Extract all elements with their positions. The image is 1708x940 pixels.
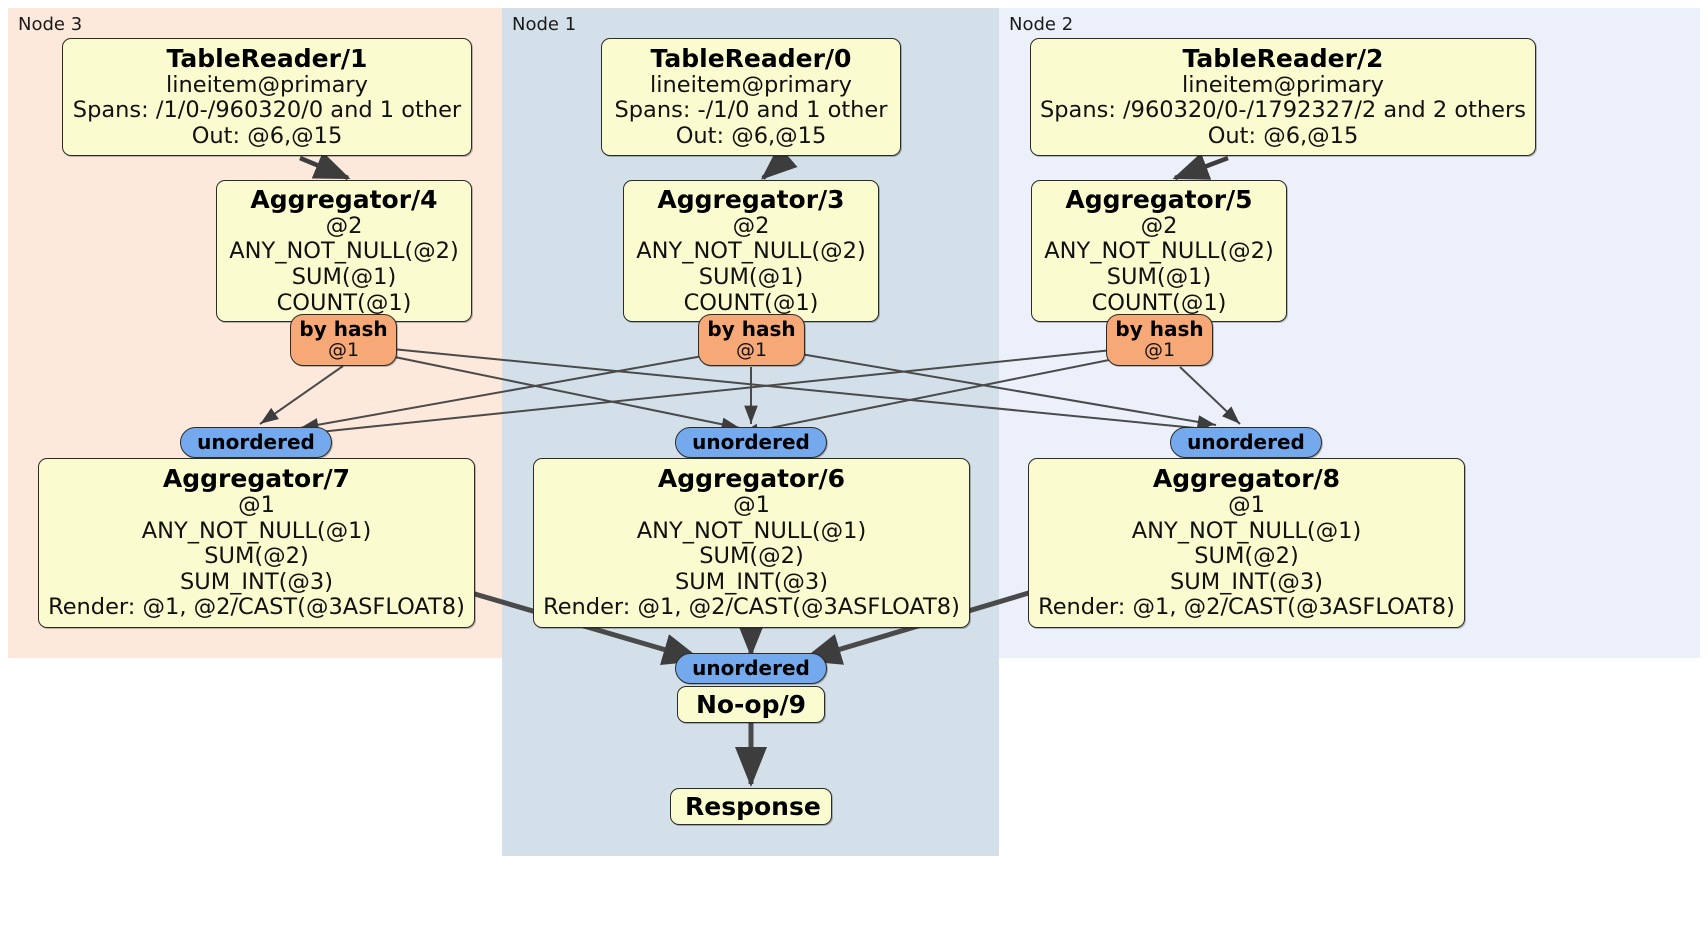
processor-table-reader-0[interactable]: TableReader/0 lineitem@primary Spans: -/… bbox=[601, 38, 901, 156]
processor-line: Out: @6,@15 bbox=[191, 122, 343, 149]
node-label-node3: Node 3 bbox=[18, 14, 83, 35]
badge-label: unordered bbox=[197, 430, 315, 454]
processor-line: @1 bbox=[238, 491, 275, 518]
processor-line: lineitem@primary bbox=[166, 71, 368, 98]
badge-label: by hash bbox=[707, 317, 796, 342]
badge-sublabel: @1 bbox=[735, 339, 768, 362]
processor-line: ANY_NOT_NULL(@1) bbox=[1131, 517, 1362, 544]
processor-line: SUM(@1) bbox=[291, 264, 397, 290]
processor-table-reader-2[interactable]: TableReader/2 lineitem@primary Spans: /9… bbox=[1030, 38, 1536, 156]
processor-line: COUNT(@1) bbox=[683, 289, 819, 316]
processor-line: @1 bbox=[733, 491, 770, 518]
processor-title: Aggregator/6 bbox=[657, 463, 846, 493]
processor-line: SUM_INT(@3) bbox=[675, 568, 828, 595]
processor-title: Aggregator/4 bbox=[250, 184, 438, 214]
badge-unordered-mid[interactable]: unordered bbox=[675, 427, 827, 458]
processor-noop-9[interactable]: No-op/9 bbox=[677, 686, 825, 723]
badge-by-hash-mid[interactable]: by hash @1 bbox=[698, 314, 805, 366]
processor-line: SUM_INT(@3) bbox=[180, 568, 333, 595]
processor-line: ANY_NOT_NULL(@1) bbox=[141, 517, 372, 544]
badge-label: by hash bbox=[299, 317, 388, 342]
processor-line: Spans: /1/0-/960320/0 and 1 other bbox=[72, 97, 462, 124]
processor-line: Render: @1, @2/CAST(@3ASFLOAT8) bbox=[543, 594, 960, 621]
processor-line: COUNT(@1) bbox=[276, 289, 412, 316]
processor-table-reader-1[interactable]: TableReader/1 lineitem@primary Spans: /1… bbox=[62, 38, 472, 156]
processor-title: TableReader/0 bbox=[650, 43, 852, 73]
processor-line: Out: @6,@15 bbox=[1207, 122, 1359, 149]
processor-title: TableReader/2 bbox=[1182, 43, 1384, 73]
processor-line: ANY_NOT_NULL(@1) bbox=[636, 517, 867, 544]
processor-line: SUM(@1) bbox=[698, 264, 804, 290]
processor-title: Response bbox=[685, 791, 821, 821]
processor-title: Aggregator/7 bbox=[162, 463, 351, 493]
processor-line: SUM_INT(@3) bbox=[1170, 568, 1323, 595]
processor-line: Render: @1, @2/CAST(@3ASFLOAT8) bbox=[48, 594, 465, 621]
processor-title: Aggregator/8 bbox=[1152, 463, 1341, 493]
processor-line: @2 bbox=[325, 212, 363, 239]
node-label-node2: Node 2 bbox=[1009, 14, 1074, 35]
processor-aggregator-6[interactable]: Aggregator/6 @1 ANY_NOT_NULL(@1) SUM(@2)… bbox=[533, 458, 970, 628]
processor-line: Out: @6,@15 bbox=[675, 122, 827, 149]
badge-label: unordered bbox=[1187, 430, 1305, 454]
processor-line: @2 bbox=[1140, 212, 1178, 239]
node-label-node1: Node 1 bbox=[512, 14, 577, 35]
processor-aggregator-8[interactable]: Aggregator/8 @1 ANY_NOT_NULL(@1) SUM(@2)… bbox=[1028, 458, 1465, 628]
processor-line: @2 bbox=[732, 212, 770, 239]
processor-line: Spans: /960320/0-/1792327/2 and 2 others bbox=[1039, 97, 1526, 124]
processor-title: TableReader/1 bbox=[166, 43, 368, 73]
processor-response[interactable]: Response bbox=[670, 788, 832, 825]
processor-line: COUNT(@1) bbox=[1091, 289, 1227, 316]
processor-aggregator-5[interactable]: Aggregator/5 @2 ANY_NOT_NULL(@2) SUM(@1)… bbox=[1031, 180, 1287, 322]
processor-aggregator-7[interactable]: Aggregator/7 @1 ANY_NOT_NULL(@1) SUM(@2)… bbox=[38, 458, 475, 628]
processor-line: SUM(@1) bbox=[1106, 264, 1212, 290]
badge-label: unordered bbox=[692, 430, 810, 454]
processor-line: SUM(@2) bbox=[204, 543, 309, 570]
processor-line: Render: @1, @2/CAST(@3ASFLOAT8) bbox=[1038, 594, 1455, 621]
badge-label: unordered bbox=[692, 656, 810, 680]
processor-title: Aggregator/3 bbox=[657, 184, 845, 214]
processor-line: lineitem@primary bbox=[650, 71, 852, 98]
processor-line: ANY_NOT_NULL(@2) bbox=[1044, 238, 1274, 265]
processor-aggregator-3[interactable]: Aggregator/3 @2 ANY_NOT_NULL(@2) SUM(@1)… bbox=[623, 180, 879, 322]
badge-unordered-left[interactable]: unordered bbox=[180, 427, 332, 458]
badge-by-hash-left[interactable]: by hash @1 bbox=[290, 314, 397, 366]
badge-unordered-right[interactable]: unordered bbox=[1170, 427, 1322, 458]
badge-unordered-final[interactable]: unordered bbox=[675, 653, 827, 684]
badge-label: by hash bbox=[1115, 317, 1204, 342]
processor-aggregator-4[interactable]: Aggregator/4 @2 ANY_NOT_NULL(@2) SUM(@1)… bbox=[216, 180, 472, 322]
processor-line: SUM(@2) bbox=[1194, 543, 1299, 570]
processor-line: SUM(@2) bbox=[699, 543, 804, 570]
processor-line: ANY_NOT_NULL(@2) bbox=[636, 238, 866, 265]
processor-title: Aggregator/5 bbox=[1065, 184, 1253, 214]
badge-sublabel: @1 bbox=[327, 339, 360, 362]
processor-line: ANY_NOT_NULL(@2) bbox=[229, 238, 459, 265]
processor-line: @1 bbox=[1228, 491, 1265, 518]
badge-by-hash-right[interactable]: by hash @1 bbox=[1106, 314, 1213, 366]
badge-sublabel: @1 bbox=[1143, 339, 1176, 362]
processor-line: Spans: -/1/0 and 1 other bbox=[614, 97, 888, 124]
processor-line: lineitem@primary bbox=[1182, 71, 1384, 98]
processor-title: No-op/9 bbox=[695, 689, 807, 719]
